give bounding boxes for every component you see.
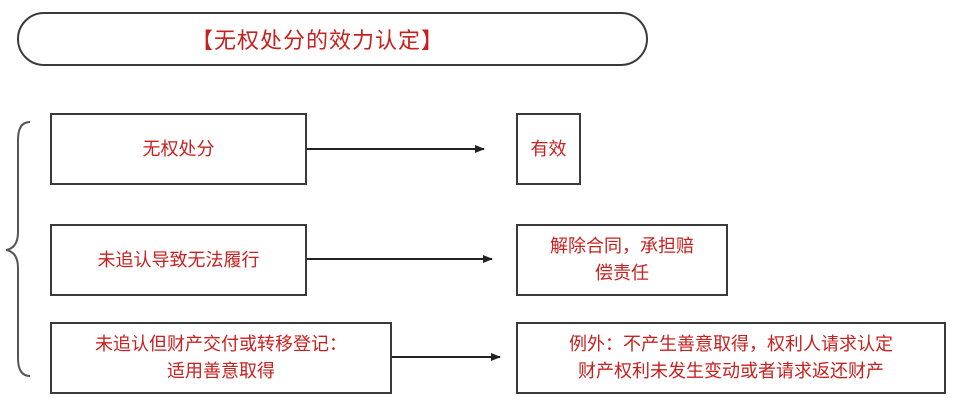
box-label-line: 例外：不产生善意取得，权利人请求认定	[569, 334, 893, 355]
box-label-line: 未追认但财产交付或转移登记：	[95, 334, 347, 355]
box-not-ratified-cannot-perform: 未追认导致无法履行	[50, 224, 307, 296]
box-label: 有效	[530, 138, 567, 160]
box-label-line: 适用善意取得	[167, 361, 275, 382]
box-not-ratified-transferred: 未追认但财产交付或转移登记： 适用善意取得	[50, 322, 392, 394]
box-label-line: 偿责任	[595, 263, 649, 284]
box-exception: 例外：不产生善意取得，权利人请求认定 财产权利未发生变动或者请求返还财产	[516, 322, 946, 394]
box-label: 无权处分	[142, 138, 215, 160]
box-label-group: 解除合同，承担赔 偿责任	[550, 233, 694, 287]
box-label-group: 未追认但财产交付或转移登记： 适用善意取得	[95, 331, 347, 385]
box-label-line: 解除合同，承担赔	[550, 236, 694, 257]
title-box: 【无权处分的效力认定】	[17, 12, 648, 66]
box-rescind-contract: 解除合同，承担赔 偿责任	[516, 224, 728, 296]
box-label-line: 财产权利未发生变动或者请求返还财产	[578, 361, 884, 382]
box-unauthorized-disposal: 无权处分	[50, 113, 307, 185]
left-brace	[5, 121, 31, 377]
box-valid: 有效	[516, 113, 581, 185]
box-label: 未追认导致无法履行	[97, 249, 260, 271]
diagram-title: 【无权处分的效力认定】	[190, 29, 444, 54]
box-label-group: 例外：不产生善意取得，权利人请求认定 财产权利未发生变动或者请求返还财产	[569, 331, 893, 385]
